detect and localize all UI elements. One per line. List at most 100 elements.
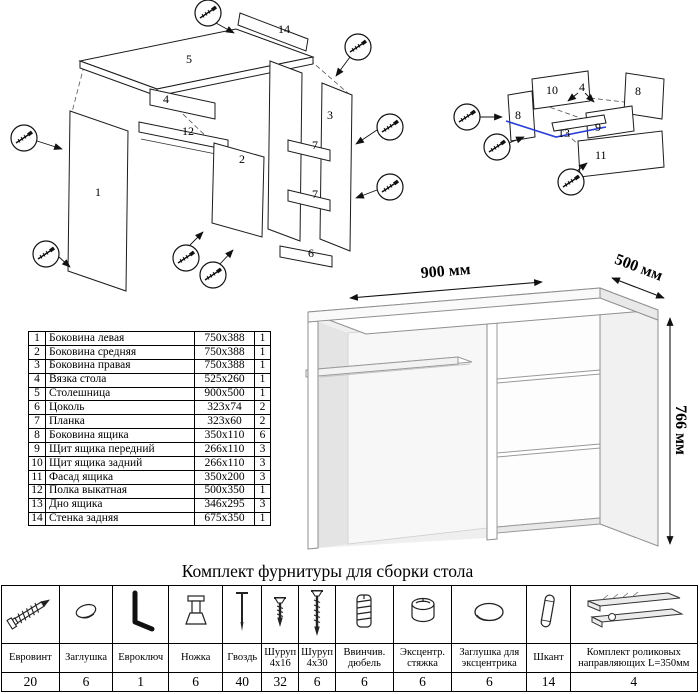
parts-qty-cell: 1 — [254, 511, 271, 527]
parts-size-cell: 266x110 — [194, 442, 255, 458]
part-label: 9 — [595, 120, 601, 134]
parts-name-cell: Столешница — [45, 386, 195, 402]
hardware-icon-cell — [569, 585, 699, 644]
wood-dowel-icon — [541, 594, 556, 628]
parts-name-cell: Планка — [45, 414, 195, 430]
parts-size-cell: 750x388 — [194, 358, 255, 374]
hardware-kit-title: Комплект фурнитуры для сборки стола — [181, 561, 474, 581]
hardware-qty-cell: 6 — [58, 672, 114, 692]
hardware-icon-cell — [451, 585, 528, 644]
parts-name-cell: Боковина левая — [45, 331, 195, 346]
height-dimension-label: 766 мм — [672, 405, 689, 455]
hardware-icon-cell — [335, 585, 394, 644]
parts-qty-cell: 2 — [254, 400, 271, 416]
parts-num-cell: 11 — [28, 469, 46, 485]
hardware-icon-cell — [526, 585, 571, 644]
hardware-qty-cell: 6 — [298, 672, 337, 692]
part-label: 10 — [546, 83, 558, 97]
parts-qty-cell: 1 — [254, 386, 271, 402]
parts-name-cell: Цоколь — [45, 400, 195, 416]
dimensions: 900 мм 500 мм 766 мм — [349, 251, 689, 545]
part-label: 3 — [327, 108, 333, 122]
parts-size-cell: 323x74 — [194, 400, 255, 416]
part-label: 11 — [595, 148, 607, 162]
hardware-qty-cell: 1 — [112, 672, 170, 692]
parts-qty-cell: 3 — [254, 442, 271, 458]
parts-size-cell: 500x350 — [194, 483, 255, 499]
hardware-name-cell: Евроключ — [112, 643, 170, 673]
parts-size-cell: 525x260 — [194, 372, 255, 388]
part-label: 1 — [95, 185, 101, 199]
fastener-callouts-left — [10, 0, 404, 289]
hardware-qty-cell: 40 — [222, 672, 263, 692]
parts-name-cell: Щит ящика задний — [45, 456, 195, 471]
parts-name-cell: Боковина правая — [45, 358, 195, 374]
part-label: 7 — [312, 187, 318, 201]
plug-icon — [75, 603, 97, 619]
part-label: 14 — [278, 22, 290, 36]
hardware-qty-cell: 6 — [451, 672, 528, 692]
parts-qty-cell: 3 — [254, 469, 271, 485]
hex-key-icon — [132, 590, 155, 632]
parts-size-cell: 350x110 — [194, 428, 255, 444]
hardware-name-cell: Заглушка для эксцентрика — [451, 643, 528, 673]
part-label: 4 — [579, 80, 585, 94]
parts-qty-cell: 1 — [254, 331, 271, 346]
parts-qty-cell: 6 — [254, 428, 271, 444]
parts-num-cell: 2 — [28, 344, 46, 360]
part-label: 7 — [312, 138, 318, 152]
parts-name-cell: Щит ящика передний — [45, 442, 195, 458]
hardware-name-cell: Шуруп 4х30 — [298, 643, 337, 673]
parts-qty-cell: 3 — [254, 456, 271, 471]
hardware-name-cell: Шкант — [526, 643, 571, 673]
hardware-qty-cell: 6 — [168, 672, 224, 692]
hardware-name-cell: Комплект роликовых направляющих L=350мм — [569, 643, 699, 673]
hardware-icon-cell — [1, 585, 60, 644]
hardware-qty-cell: 20 — [1, 672, 60, 692]
hardware-name-cell: Эксцентр. стяжка — [392, 643, 453, 673]
hardware-names-row: Евровинт Заглушка Евроключ Ножка Гвоздь … — [1, 643, 699, 673]
part-label: 5 — [186, 52, 192, 66]
parts-qty-cell: 2 — [254, 414, 271, 430]
hardware-name-cell: Заглушка — [58, 643, 114, 673]
parts-size-cell: 346x295 — [194, 497, 255, 513]
hardware-icon-cell — [392, 585, 453, 644]
exploded-drawer-diagram — [505, 70, 665, 178]
parts-name-cell: Боковина средняя — [45, 344, 195, 360]
depth-dimension-label: 500 мм — [612, 251, 665, 285]
parts-size-cell: 900x500 — [194, 386, 255, 402]
exploded-desk-diagram — [67, 12, 353, 292]
parts-size-cell: 323x60 — [194, 414, 255, 430]
cam-lock-icon — [410, 597, 435, 623]
screw-4x16-icon — [274, 597, 287, 628]
cam-cover-icon — [474, 602, 504, 622]
parts-num-cell: 8 — [28, 428, 46, 444]
roller-guides-icon — [587, 591, 684, 628]
parts-num-cell: 13 — [28, 497, 46, 513]
hardware-name-cell: Гвоздь — [222, 643, 263, 673]
parts-num-cell: 4 — [28, 372, 46, 388]
hardware-qty-cell: 14 — [526, 672, 571, 692]
fastener-callouts-right — [453, 103, 588, 196]
parts-num-cell: 12 — [28, 483, 46, 499]
hardware-table: Евровинт Заглушка Евроключ Ножка Гвоздь … — [1, 585, 699, 692]
parts-name-cell: Вязка стола — [45, 372, 195, 388]
part-label: 6 — [308, 246, 314, 260]
parts-qty-cell: 1 — [254, 372, 271, 388]
hardware-name-cell: Ввинчив. дюбель — [335, 643, 394, 673]
hardware-qty-cell: 4 — [569, 672, 699, 692]
parts-name-cell: Стенка задняя — [45, 511, 195, 527]
part-label: 8 — [635, 84, 641, 98]
